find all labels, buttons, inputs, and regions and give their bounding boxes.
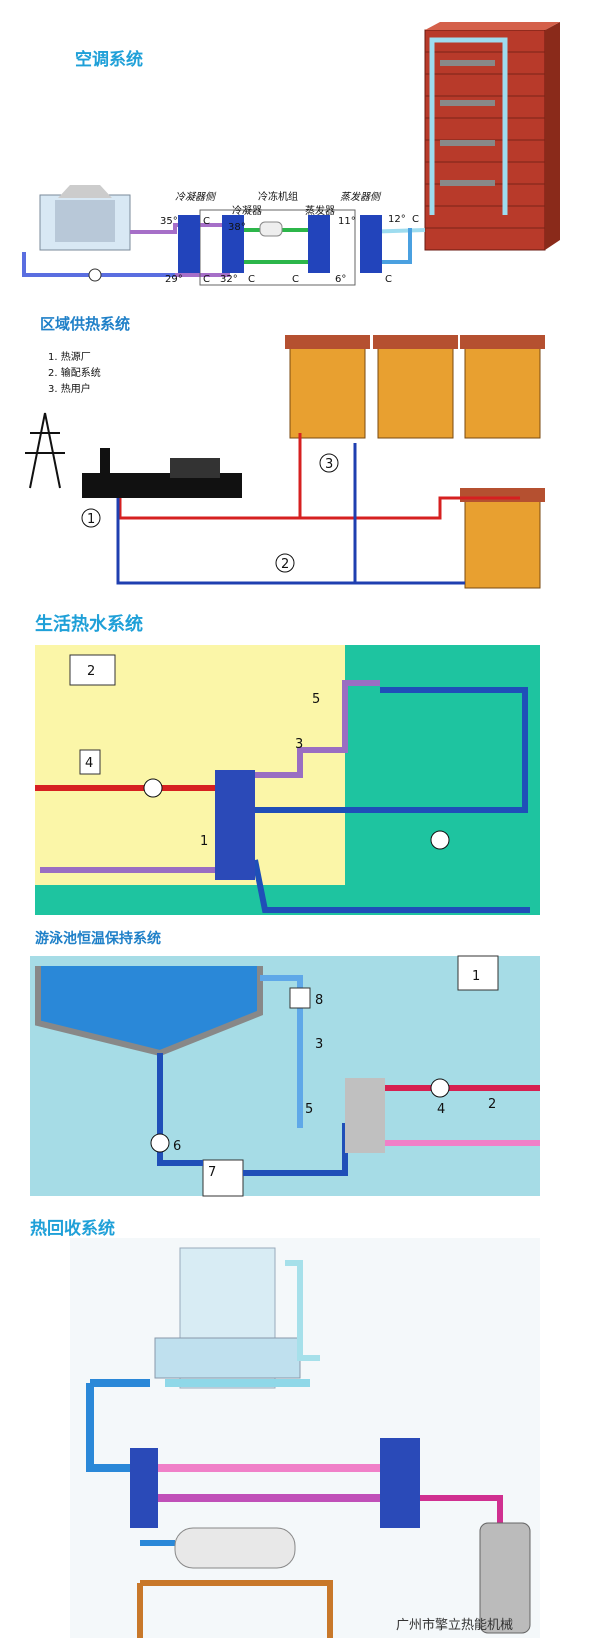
house-icon (373, 335, 458, 439)
house-icon (460, 488, 545, 589)
temp-unit: C (203, 216, 210, 227)
heat-exchanger-icon (345, 1078, 385, 1153)
label-4: 4 (85, 756, 93, 771)
house-icon (285, 335, 370, 439)
temp-6: 6° (335, 274, 346, 285)
heat-exchanger-icon (380, 1438, 420, 1528)
section-title: 区域供热系统 (40, 315, 131, 333)
factory-icon (82, 448, 242, 498)
pump-icon (150, 1133, 170, 1153)
power-tower-icon (25, 412, 65, 489)
hot-water-diagram: 2 4 1 5 3 5 (35, 645, 540, 915)
ac-system-diagram: 冷凝器侧 冷冻机组 蒸发器侧 冷凝器 蒸发器 35° C 38° 11° 12°… (22, 22, 560, 286)
heat-exchanger-icon (130, 1448, 158, 1528)
temp-unit: C (248, 274, 255, 285)
section-title: 热回收系统 (30, 1219, 115, 1239)
section-title: 生活热水系统 (35, 614, 143, 635)
legend-item: 3. 热用户 (48, 382, 91, 395)
marker-2: 2 (281, 557, 289, 572)
temp-unit: C (412, 214, 419, 225)
label-2: 2 (488, 1097, 496, 1112)
pump-icon (88, 268, 102, 282)
label-1: 1 (200, 834, 208, 849)
legend-item: 1. 热源厂 (48, 350, 91, 363)
label-condenser-side: 冷凝器侧 (175, 191, 217, 203)
house-icon (460, 335, 545, 439)
pump-icon (143, 778, 163, 798)
marker-3: 3 (325, 457, 333, 472)
building-icon (424, 22, 560, 251)
temp-35: 35° (160, 216, 178, 227)
tank-icon (174, 1527, 296, 1569)
district-heating-diagram: 1 2 3 1. 热源厂 2. 输配系统 3. 热用户 (25, 335, 545, 589)
label-3: 3 (315, 1037, 323, 1052)
pump-icon (430, 830, 450, 850)
heat-exchanger-icon (215, 770, 255, 880)
label-5b: 5 (312, 692, 320, 707)
footer-brand: 广州市擎立热能机械 (396, 1618, 514, 1633)
label-5: 5 (305, 1102, 313, 1117)
compressor-icon (259, 221, 283, 237)
boiler-icon (479, 1522, 531, 1634)
pool-panel: 1 7 8 3 5 6 4 2 游泳池恒温保持系统 (0, 928, 590, 1208)
temp-38: 38° (228, 222, 246, 233)
district-heating-panel: 1 2 3 1. 热源厂 2. 输配系统 3. 热用户 区域供热系统 (0, 303, 590, 600)
temp-unit: C (292, 274, 299, 285)
label-3: 3 (295, 737, 303, 752)
temp-unit: C (203, 274, 210, 285)
heat-recovery-diagram (70, 1238, 540, 1638)
cooling-tower-icon (39, 185, 131, 251)
temp-11: 11° (338, 216, 356, 227)
temp-29: 29° (165, 274, 183, 285)
temp-32: 32° (220, 274, 238, 285)
pool-diagram: 1 7 8 3 5 6 4 2 (30, 955, 540, 1197)
label-8: 8 (315, 993, 323, 1008)
label-7: 7 (208, 1165, 216, 1180)
label-4: 4 (437, 1102, 445, 1117)
label-chiller: 冷冻机组 (258, 190, 298, 203)
pump-icon (430, 1078, 450, 1098)
section-title: 空调系统 (75, 50, 143, 70)
heat-exchanger-icon (178, 215, 200, 273)
hot-water-panel: 2 4 1 5 3 5 生活热水系统 (0, 600, 590, 930)
label-6: 6 (173, 1139, 181, 1154)
filter-icon (289, 987, 311, 1009)
section-title: 游泳池恒温保持系统 (35, 931, 161, 947)
label-condenser: 冷凝器 (232, 204, 262, 217)
label-1: 1 (472, 969, 480, 984)
label-evaporator: 蒸发器 (305, 204, 335, 217)
ac-system-panel: 冷凝器侧 冷冻机组 蒸发器侧 冷凝器 蒸发器 35° C 38° 11° 12°… (0, 0, 590, 300)
label-evaporator-side: 蒸发器侧 (340, 191, 382, 203)
heat-exchanger-icon (360, 215, 382, 273)
heat-exchanger-icon (222, 215, 244, 273)
marker-1: 1 (87, 512, 95, 527)
heat-exchanger-icon (308, 215, 330, 273)
temp-unit: C (385, 274, 392, 285)
temp-12: 12° (388, 214, 406, 225)
heat-recovery-panel: 热回收系统 广州市擎立热能机械 (0, 1208, 590, 1644)
legend-item: 2. 输配系统 (48, 366, 101, 379)
cooling-tower-icon (154, 1247, 301, 1389)
label-2: 2 (87, 664, 95, 679)
